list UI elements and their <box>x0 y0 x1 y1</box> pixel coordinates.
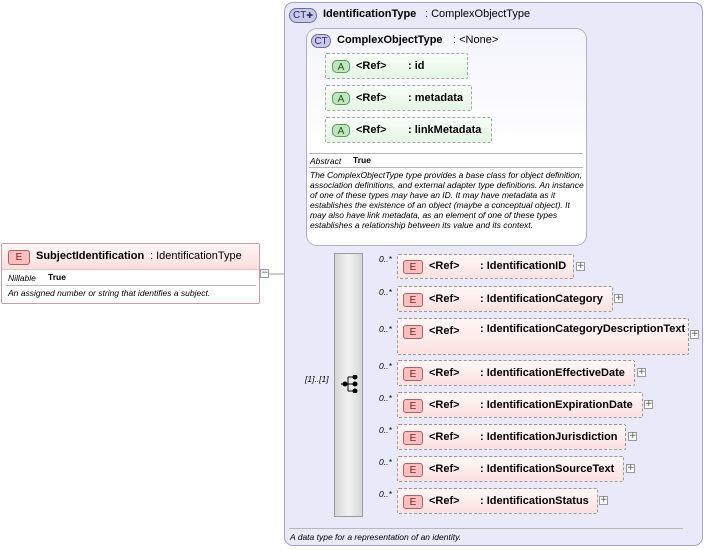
element-expand-icon[interactable]: + <box>614 293 623 303</box>
abstract-value: True <box>353 155 371 165</box>
element-name: : IdentificationExpirationDate <box>480 399 633 411</box>
attribute-name: : linkMetadata <box>408 124 482 136</box>
element-expand-icon[interactable]: + <box>628 431 637 441</box>
element-multiplicity: 0..* <box>379 425 392 435</box>
complex-type-name: IdentificationType <box>323 8 417 20</box>
element-ref: <Ref> <box>429 325 460 337</box>
element-badge-icon: E <box>403 463 423 477</box>
attribute-id[interactable]: A <Ref> : id <box>325 53 468 79</box>
complex-type-divider <box>289 528 683 529</box>
element-multiplicity: 0..* <box>379 287 392 297</box>
element-identification-id[interactable]: E <Ref> : IdentificationID <box>397 254 574 279</box>
element-name: : IdentificationCategory <box>480 293 603 305</box>
element-ref: <Ref> <box>429 367 460 379</box>
abstract-label: Abstract <box>310 156 342 166</box>
element-ref: <Ref> <box>429 399 460 411</box>
element-badge-icon: E <box>403 293 423 307</box>
root-element-card[interactable]: E SubjectIdentification : Identification… <box>1 243 260 304</box>
element-identification-expiration-date[interactable]: E <Ref> : IdentificationExpirationDate <box>397 392 643 418</box>
element-ref: <Ref> <box>429 495 460 507</box>
element-badge-icon: E <box>403 399 423 413</box>
element-expand-icon[interactable]: + <box>599 495 608 505</box>
complex-type-plus-badge-icon: CT✚ <box>289 8 317 23</box>
element-name: : IdentificationSourceText <box>480 463 615 475</box>
element-identification-effective-date[interactable]: E <Ref> : IdentificationEffectiveDate <box>397 360 635 386</box>
base-type-divider <box>309 167 583 168</box>
nillable-label: Nillable <box>8 273 36 283</box>
complex-type-documentation: A data type for a representation of an i… <box>290 532 462 542</box>
base-type-documentation: The ComplexObjectType type provides a ba… <box>310 170 584 230</box>
base-type-divider-top <box>309 153 583 154</box>
element-expand-icon[interactable]: + <box>626 463 635 473</box>
element-expand-icon[interactable]: + <box>644 399 653 409</box>
element-name: : IdentificationEffectiveDate <box>480 367 625 379</box>
attribute-ref: <Ref> <box>356 124 387 136</box>
element-expand-icon[interactable]: + <box>576 261 585 271</box>
element-multiplicity: 0..* <box>379 393 392 403</box>
element-ref: <Ref> <box>429 260 460 272</box>
element-badge-icon: E <box>8 250 30 265</box>
root-collapse-icon[interactable]: − <box>260 268 269 278</box>
element-ref: <Ref> <box>429 431 460 443</box>
attribute-badge-icon: A <box>332 60 350 73</box>
complex-type-badge-icon: CT <box>311 34 331 48</box>
attribute-name: : metadata <box>408 92 464 104</box>
element-identification-source-text[interactable]: E <Ref> : IdentificationSourceText <box>397 456 624 482</box>
element-multiplicity: 0..* <box>379 361 392 371</box>
element-badge-icon: E <box>403 431 423 445</box>
element-name: : IdentificationStatus <box>480 495 589 507</box>
element-name: : IdentificationJurisdiction <box>480 431 618 443</box>
element-multiplicity: 0..* <box>379 254 392 264</box>
element-identification-category-description-text[interactable]: E <Ref> : IdentificationCategoryDescript… <box>397 318 689 355</box>
element-identification-jurisdiction[interactable]: E <Ref> : IdentificationJurisdiction <box>397 424 626 450</box>
element-identification-category[interactable]: E <Ref> : IdentificationCategory <box>397 286 613 312</box>
sequence-multiplicity: [1]..[1] <box>305 374 329 384</box>
element-name: : IdentificationCategoryDescriptionText <box>480 323 686 335</box>
attribute-metadata[interactable]: A <Ref> : metadata <box>325 85 472 111</box>
element-badge-icon: E <box>403 495 423 509</box>
element-multiplicity: 0..* <box>379 457 392 467</box>
element-expand-icon[interactable]: + <box>637 367 646 377</box>
complex-type-base: : ComplexObjectType <box>425 8 531 20</box>
attribute-badge-icon: A <box>332 92 350 105</box>
element-name: : IdentificationID <box>480 260 567 272</box>
attribute-badge-icon: A <box>332 124 350 137</box>
root-divider <box>6 285 256 286</box>
element-badge-icon: E <box>403 367 423 381</box>
element-ref: <Ref> <box>429 293 460 305</box>
element-badge-icon: E <box>403 325 423 339</box>
attribute-linkmetadata[interactable]: A <Ref> : linkMetadata <box>325 117 492 143</box>
root-element-documentation: An assigned number or string that identi… <box>8 288 211 298</box>
base-type-card[interactable]: CT ComplexObjectType : <None> A <Ref> : … <box>306 28 587 246</box>
element-badge-icon: E <box>403 260 423 274</box>
attribute-ref: <Ref> <box>356 60 387 72</box>
attribute-name: : id <box>408 60 425 72</box>
base-type-name: ComplexObjectType <box>337 34 443 46</box>
base-type-base: : <None> <box>453 34 499 46</box>
root-element-header <box>2 244 259 270</box>
element-ref: <Ref> <box>429 463 460 475</box>
nillable-value: True <box>48 272 66 282</box>
element-expand-icon[interactable]: + <box>690 329 699 339</box>
sequence-icon <box>341 375 358 393</box>
element-multiplicity: 0..* <box>379 489 392 499</box>
root-element-name: SubjectIdentification <box>36 250 145 262</box>
attribute-ref: <Ref> <box>356 92 387 104</box>
element-identification-status[interactable]: E <Ref> : IdentificationStatus <box>397 488 598 514</box>
element-multiplicity: 0..* <box>379 324 392 334</box>
root-element-type: : IdentificationType <box>150 250 242 262</box>
